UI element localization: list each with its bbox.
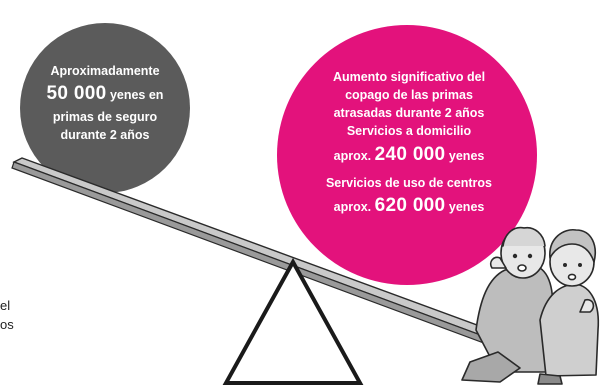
left-edge-line-1: el (0, 298, 11, 313)
pink-circle-text: Aumento significativo del copago de las … (300, 68, 518, 220)
pink-center-unit: yenes (448, 200, 485, 215)
gray-line-3: primas de seguro (52, 109, 158, 124)
left-edge-text: el os (0, 297, 14, 335)
gray-circle-text: Aproximadamente 50 000 yenes en primas d… (30, 62, 180, 144)
gray-circle (20, 23, 190, 193)
pink-center-amount: 620 000 (374, 195, 446, 217)
pink-home-unit: yenes (448, 148, 485, 163)
pink-home-amount: 240 000 (374, 143, 446, 165)
pink-center-prefix: aprox. (333, 200, 372, 215)
pink-line-3: atrasadas durante 2 años (333, 106, 485, 121)
seesaw-plank-icon (11, 157, 547, 363)
pink-line-2: copago de las primas (345, 88, 473, 103)
gray-line-1: Aproximadamente (50, 64, 160, 78)
pink-center-amount-line: aprox. 620 000 yenes (300, 192, 518, 220)
left-edge-line-2: os (0, 316, 14, 332)
pink-home-prefix: aprox. (333, 148, 372, 163)
pink-home-amount-line: aprox. 240 000 yenes (300, 141, 518, 169)
pink-circle (277, 25, 537, 285)
pink-line-1: Aumento significativo del (332, 70, 486, 84)
fulcrum-triangle-icon (222, 257, 364, 385)
gray-amount-line: 50 000 yenes en (30, 80, 180, 108)
gray-line-4: durante 2 años (60, 127, 150, 142)
pink-line-4: Servicios a domicilio (346, 124, 472, 139)
gray-amount-unit: yenes en (109, 88, 164, 103)
gray-amount: 50 000 (46, 83, 107, 105)
elderly-couple-icon (461, 226, 600, 385)
pink-line-6: Servicios de uso de centros (325, 176, 493, 191)
